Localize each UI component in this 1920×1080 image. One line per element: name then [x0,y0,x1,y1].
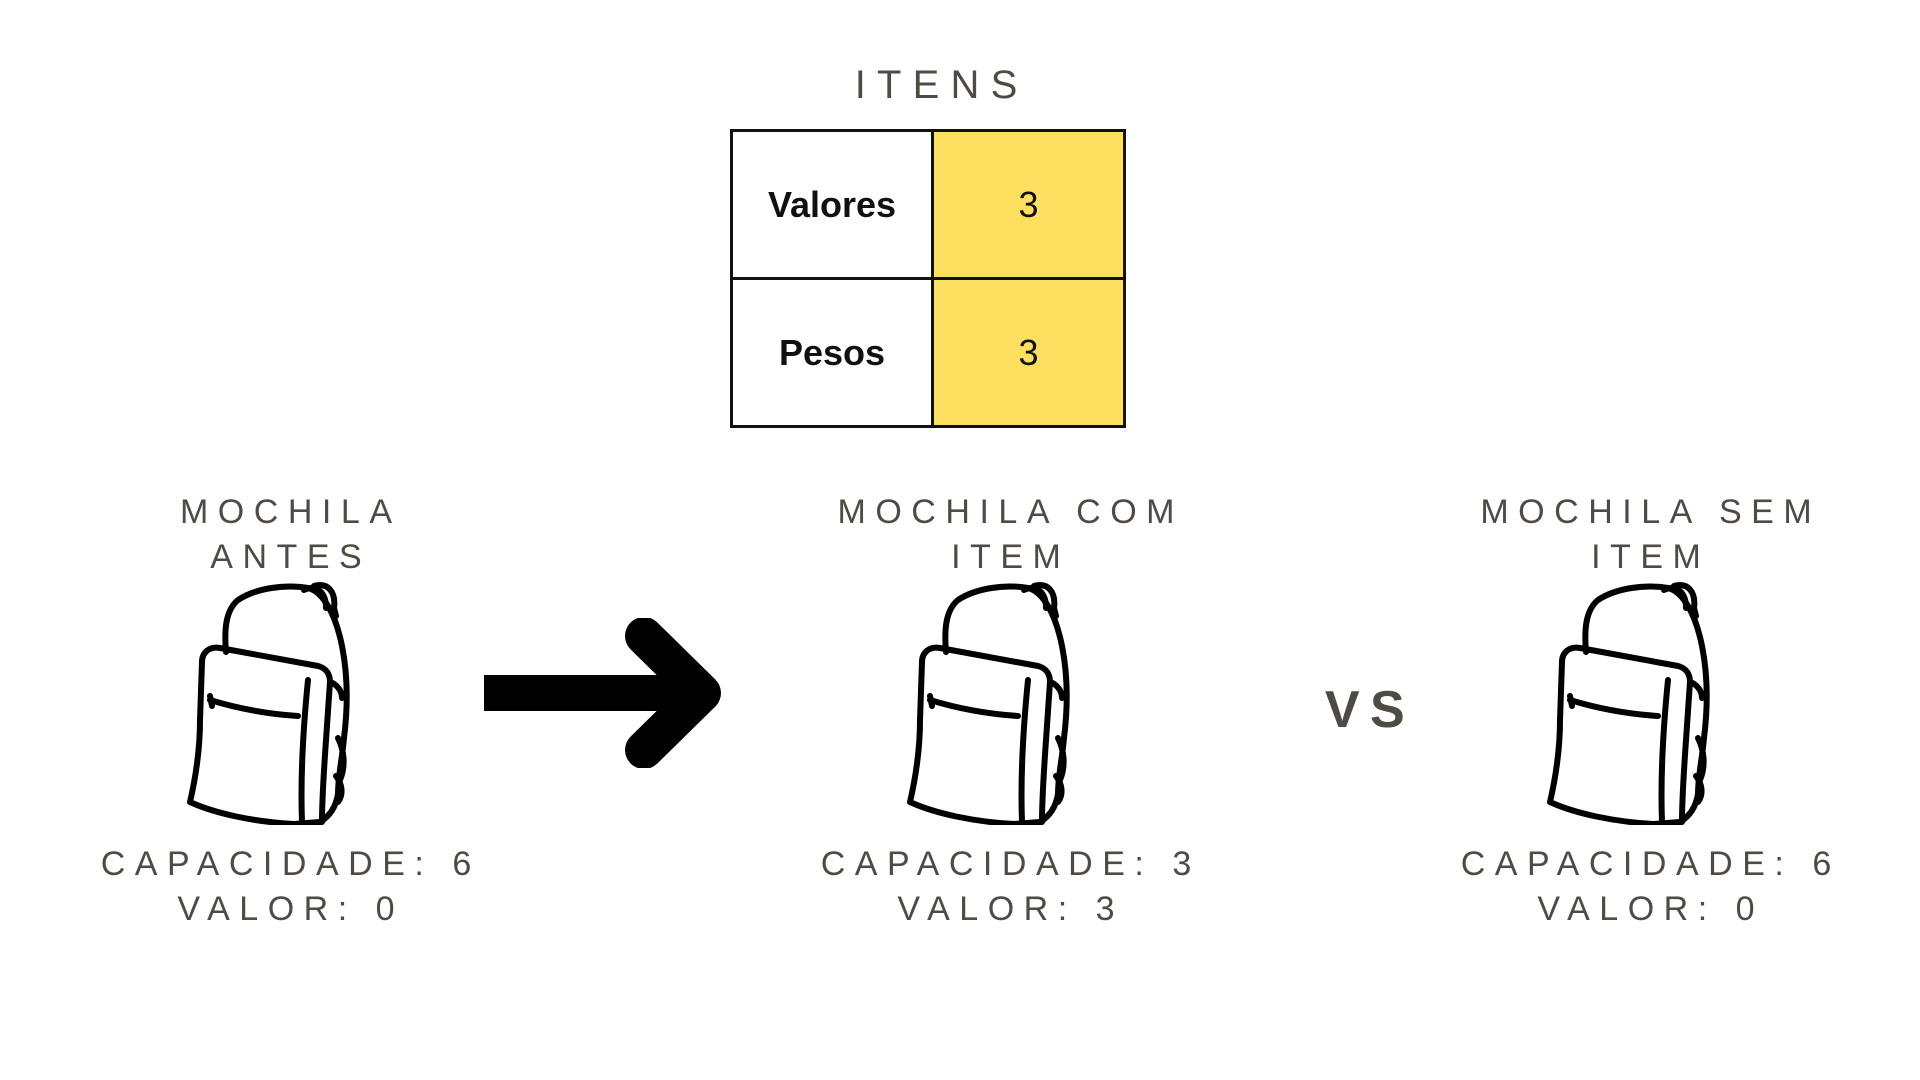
capacity-text: CAPACIDADE: 6 [1460,845,1841,883]
capacity-text: CAPACIDADE: 3 [820,845,1201,883]
backpack-icon [776,580,1236,825]
values-value-cell: 3 [931,129,1126,280]
title-line: ITEM [951,538,1071,576]
values-label-cell: Valores [730,129,934,280]
backpack-with-item-title: MOCHILA COM ITEM [776,490,1236,580]
backpack-with-item-stats: CAPACIDADE: 3 VALOR: 3 [776,842,1236,932]
items-title: ITENS [854,63,1029,107]
backpack-icon [56,580,516,825]
weights-label-cell: Pesos [730,277,934,428]
title-line: MOCHILA COM [837,493,1185,531]
vs-label: VS [1324,681,1416,739]
value-text: VALOR: 3 [897,890,1125,928]
weights-value-cell: 3 [931,277,1126,428]
value-text: VALOR: 0 [177,890,405,928]
title-line: MOCHILA [179,493,402,531]
backpack-before-stats: CAPACIDADE: 6 VALOR: 0 [56,842,516,932]
table-row: Pesos 3 [730,277,1126,428]
backpack-before-title: MOCHILA ANTES [56,490,516,580]
title-line: ITEM [1591,538,1711,576]
value-text: VALOR: 0 [1537,890,1765,928]
backpack-without-item-stats: CAPACIDADE: 6 VALOR: 0 [1416,842,1876,932]
title-line: MOCHILA SEM [1480,493,1822,531]
arrow-right-icon [480,617,740,773]
backpack-icon [1416,580,1876,825]
table-row: Valores 3 [730,129,1126,280]
items-table: Valores 3 Pesos 3 [730,129,1126,428]
backpack-without-item-title: MOCHILA SEM ITEM [1416,490,1876,580]
title-line: ANTES [210,538,372,576]
capacity-text: CAPACIDADE: 6 [100,845,481,883]
